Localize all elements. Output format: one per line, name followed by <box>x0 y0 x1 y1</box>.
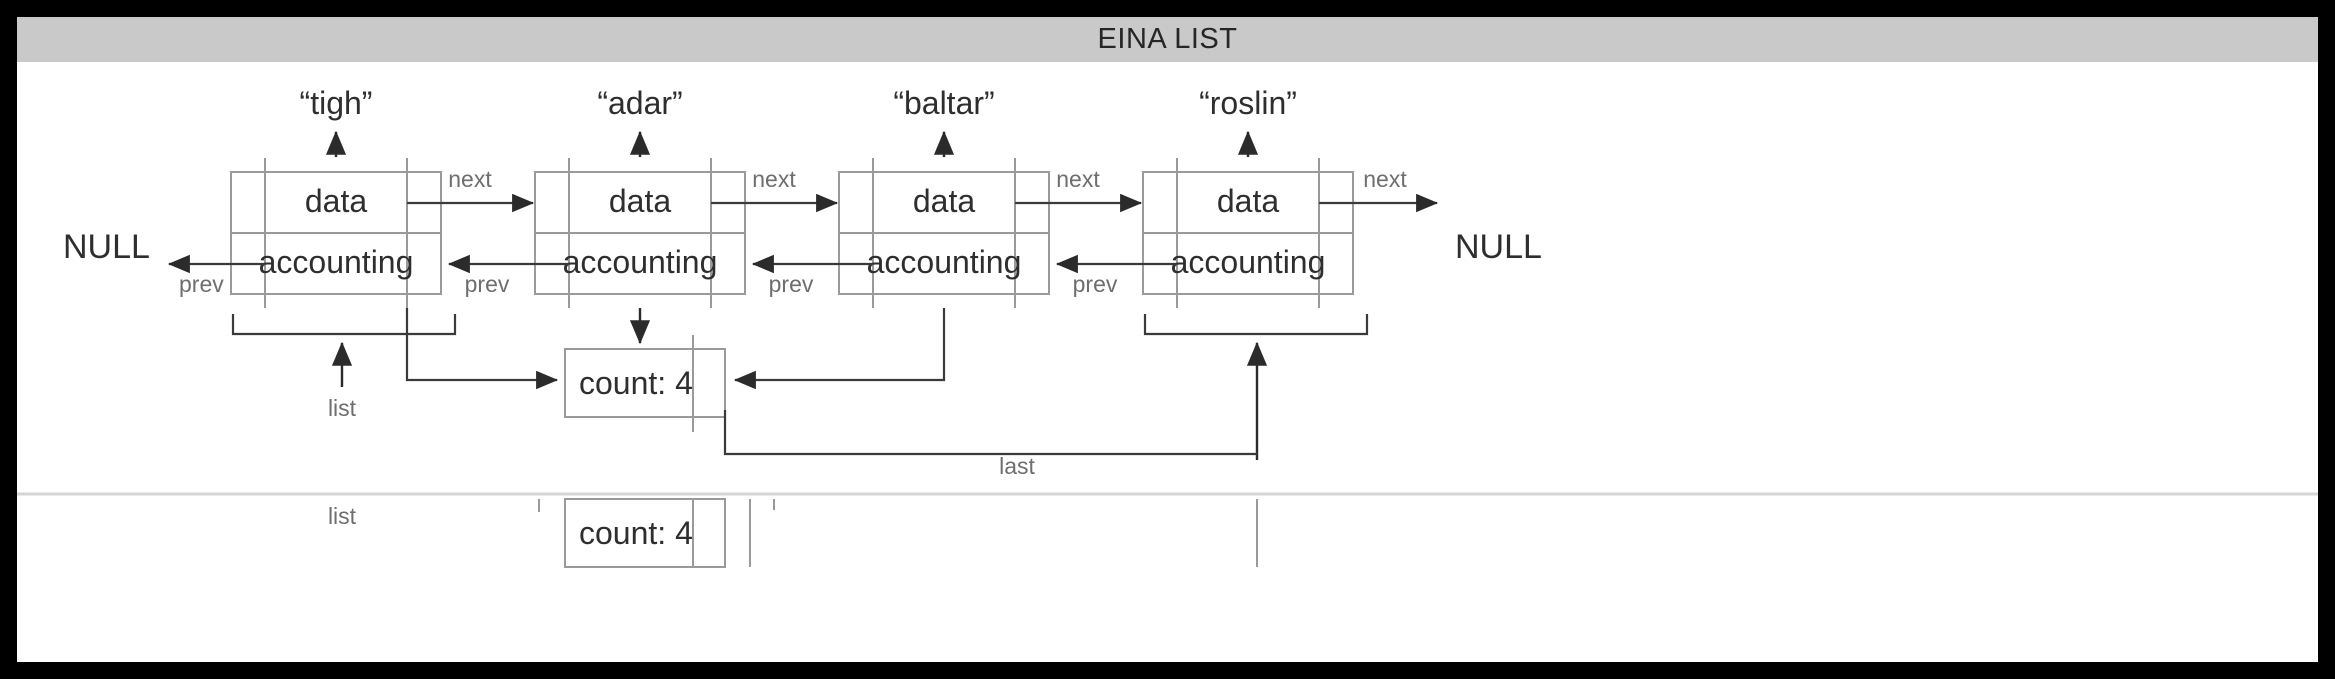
clipped-count-box <box>564 498 726 568</box>
count-box <box>564 348 726 418</box>
next-label-4: next <box>1363 166 1407 192</box>
diagram-canvas: data accounting “tigh” data accounting “… <box>17 62 2318 662</box>
window-titlebar: EINA LIST <box>17 17 2318 62</box>
node-1-data-label: data <box>305 183 367 219</box>
count-box-group: count: 4 <box>564 308 726 432</box>
node-4: data accounting “roslin” <box>1142 85 1354 308</box>
node-2-data-label: data <box>609 183 671 219</box>
prev-label-3: prev <box>769 271 814 297</box>
prev-label-2: prev <box>465 271 510 297</box>
node-2-name-label: “adar” <box>597 85 682 121</box>
node-1-prev-label: prev <box>179 271 224 297</box>
list-label: list <box>328 395 357 421</box>
prev-label-4: prev <box>1073 271 1118 297</box>
node-3-name-label: “baltar” <box>893 85 994 121</box>
window-title: EINA LIST <box>1097 23 1238 55</box>
list-bracket <box>231 314 457 336</box>
node-1-accounting-label: accounting <box>259 244 414 280</box>
last-bracket-group: last <box>723 314 1369 479</box>
node-1-name-label: “tigh” <box>300 85 373 121</box>
node-4-name-label: “roslin” <box>1199 85 1297 121</box>
clipped-repeat-row: list count: 4 <box>328 498 1258 568</box>
clipped-list-label: list <box>328 503 357 529</box>
list-head-pointer-line <box>405 308 559 390</box>
last-pointer-line <box>723 410 1257 456</box>
next-label-3: next <box>1056 166 1100 192</box>
next-label-2: next <box>752 166 796 192</box>
clipped-count-label: count: 4 <box>579 515 693 551</box>
node-3-data-label: data <box>913 183 975 219</box>
node-3-to-count-line <box>733 308 946 390</box>
node-2: data accounting “adar” <box>534 85 746 308</box>
node-3: data accounting “baltar” <box>838 85 1050 308</box>
node-4-data-label: data <box>1217 183 1279 219</box>
right-null-label: NULL <box>1455 228 1542 266</box>
last-bracket <box>1143 314 1369 336</box>
node-3-accounting-label: accounting <box>867 244 1022 280</box>
next-label-1: next <box>448 166 492 192</box>
left-null-label: NULL <box>63 228 150 266</box>
list-bracket-group: list <box>231 308 559 421</box>
node-4-accounting-label: accounting <box>1171 244 1326 280</box>
last-label: last <box>999 453 1035 479</box>
node-2-accounting-label: accounting <box>563 244 718 280</box>
eina-list-diagram: data accounting “tigh” data accounting “… <box>17 85 2318 568</box>
count-label: count: 4 <box>579 365 693 401</box>
node-1: data accounting “tigh” <box>230 85 442 308</box>
